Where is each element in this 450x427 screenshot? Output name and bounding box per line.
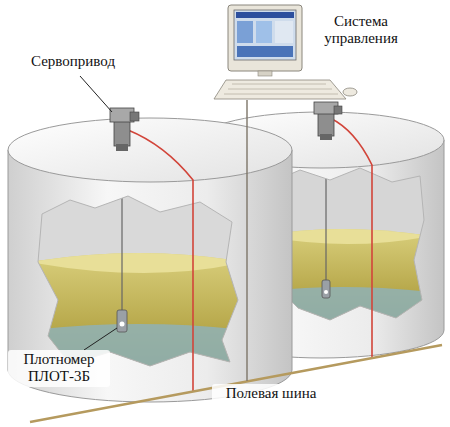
leader-line [80, 76, 112, 112]
density-meter [322, 280, 330, 298]
monitor [228, 5, 302, 71]
screen-panel [256, 21, 272, 43]
control-cable [246, 100, 247, 381]
callout-label: Плотномер ПЛОТ-3Б [8, 350, 110, 387]
cutaway-edge [38, 196, 238, 366]
tank-roof [8, 118, 292, 182]
tank-cutaway [30, 170, 245, 375]
keyboard [214, 80, 346, 99]
front-tank [8, 108, 292, 402]
signal-cable [128, 130, 193, 391]
monitor-stand [258, 71, 272, 76]
servo-drive [314, 102, 342, 140]
callout-label: Система управления [302, 12, 420, 49]
screen-panel [236, 12, 294, 18]
probe-wire [325, 150, 326, 290]
callout-label: Сервопривод [18, 52, 128, 71]
callout-label: Полевая шина [212, 384, 330, 403]
tank-body [8, 150, 292, 402]
product-surface [30, 253, 245, 273]
probe-wire [121, 170, 122, 320]
screen-panel [237, 21, 253, 43]
leader-line [84, 328, 117, 350]
screen-panel [237, 46, 293, 57]
signal-cable [330, 118, 372, 358]
density-meter [117, 310, 127, 332]
mouse [343, 88, 357, 96]
servo-drive [110, 108, 139, 151]
keyboard-keys [224, 84, 338, 94]
monitor-screen [234, 10, 296, 60]
screen-panel [275, 21, 293, 43]
tank-inner-wall [30, 190, 245, 375]
